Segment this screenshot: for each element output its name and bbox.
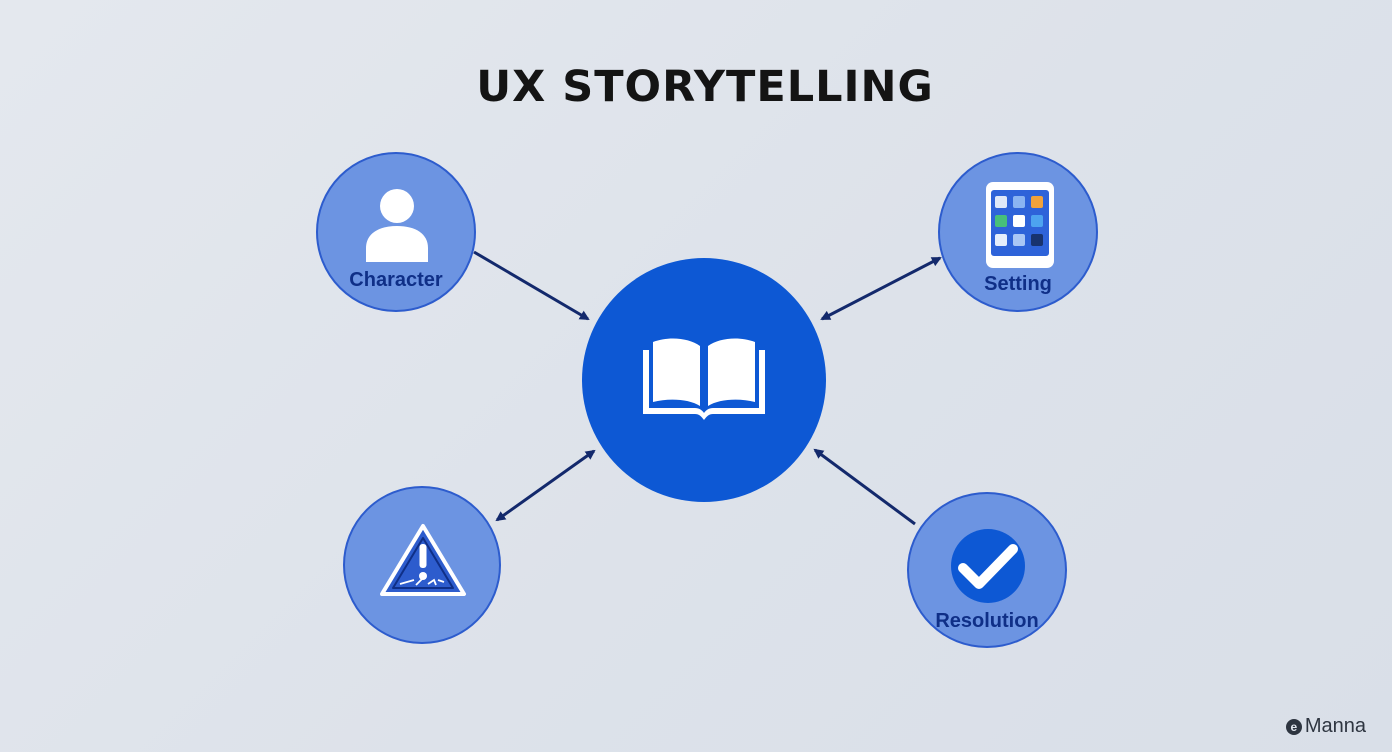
brand-watermark: e Manna xyxy=(1285,715,1366,738)
open-book-icon xyxy=(643,338,765,420)
character-label: Character xyxy=(349,269,443,291)
checkmark-icon xyxy=(951,529,1025,603)
brand-name: Manna xyxy=(1304,715,1366,737)
arrow-conflict-story xyxy=(495,449,596,522)
arrow-character-to-story xyxy=(473,250,590,321)
resolution-node: Resolution xyxy=(907,492,1067,648)
resolution-label: Resolution xyxy=(935,610,1039,632)
user-icon xyxy=(366,189,428,262)
brand-logo-icon: e xyxy=(1285,718,1302,735)
character-node: Character xyxy=(316,152,476,312)
story-center-node xyxy=(582,258,826,502)
page-title: UX STORYTELLING xyxy=(476,62,934,112)
arrow-setting-story xyxy=(820,256,942,321)
warning-triangle-icon xyxy=(380,524,466,596)
arrow-resolution-to-story xyxy=(813,448,916,526)
tablet-apps-icon xyxy=(986,182,1054,268)
conflict-node xyxy=(343,486,501,644)
setting-label: Setting xyxy=(984,273,1052,295)
setting-node: Setting xyxy=(938,152,1098,312)
